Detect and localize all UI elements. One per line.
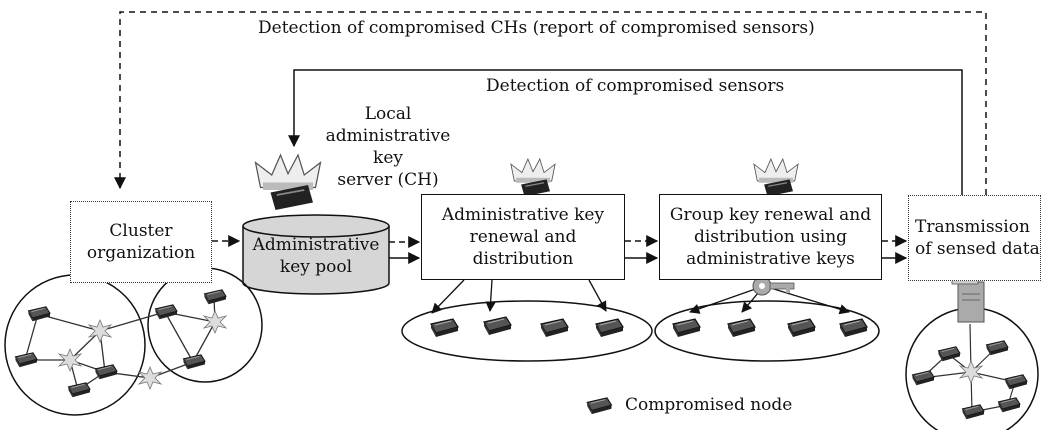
compromised-ch-detection-label: Detection of compromised CHs (report of … (258, 18, 815, 38)
admin-key-renewal-line2: renewal and (469, 227, 577, 247)
transmission-box: Transmission of sensed data (908, 195, 1041, 281)
cluster-head-crown-icon-group (753, 158, 799, 198)
admin-key-sensor-group (401, 279, 653, 362)
key-pool-line2: key pool (279, 257, 353, 277)
sensor-node-icon (595, 318, 624, 338)
key-pool-cylinder (242, 214, 390, 295)
group-key-renewal-line2: distribution using (693, 227, 848, 247)
sensor-node-icon (430, 318, 459, 338)
group-key-renewal-box: Group key renewal and distribution using… (659, 194, 882, 280)
compromised-ch-feedback-loop (114, 11, 987, 195)
group-key-sensor-group (654, 276, 880, 362)
local-server-line3: server (CH) (337, 170, 439, 190)
sensor-node-icon (483, 316, 512, 336)
local-server-label: Local administrative key server (CH) (318, 103, 458, 191)
base-station-icon (951, 275, 985, 323)
group-key-renewal-line1: Group key renewal and (669, 205, 872, 225)
legend-label: Compromised node (625, 395, 793, 415)
cluster-organization-box: Cluster organization (70, 201, 212, 283)
cluster-head-crown-icon-admin (510, 158, 556, 198)
admin-key-renewal-line1: Administrative key (441, 205, 605, 225)
group-key-renewal-line3: administrative keys (686, 249, 855, 269)
local-server-line2: administrative key (325, 126, 451, 168)
admin-key-renewal-line3: distribution (472, 249, 574, 269)
sensor-node-icon (672, 318, 701, 338)
sensor-network-clusters (4, 267, 263, 416)
admin-key-renewal-box: Administrative key renewal and distribut… (421, 194, 625, 280)
compromised-sensor-feedback-loop (288, 69, 963, 195)
transmission-line1: Transmission (915, 217, 1030, 237)
compromised-node-icon (787, 318, 816, 338)
legend-compromised-node-icon (586, 397, 613, 415)
key-pool-line1: Administrative (252, 235, 380, 255)
cluster-organization-line2: organization (86, 243, 196, 263)
key-pool-label: Administrative key pool (243, 234, 389, 278)
flow-arrows (212, 235, 908, 264)
local-server-line1: Local (364, 104, 412, 124)
compromised-node-icon (540, 318, 569, 338)
compromised-sensor-detection-label: Detection of compromised sensors (486, 76, 785, 96)
sensor-node-icon (839, 318, 868, 338)
transmission-network (905, 275, 1039, 430)
key-icon (752, 276, 795, 296)
cluster-head-crown-icon-large (254, 154, 322, 211)
sensor-node-icon (727, 318, 756, 338)
cluster-organization-line1: Cluster (109, 221, 173, 241)
transmission-line2: of sensed data (915, 239, 1040, 259)
